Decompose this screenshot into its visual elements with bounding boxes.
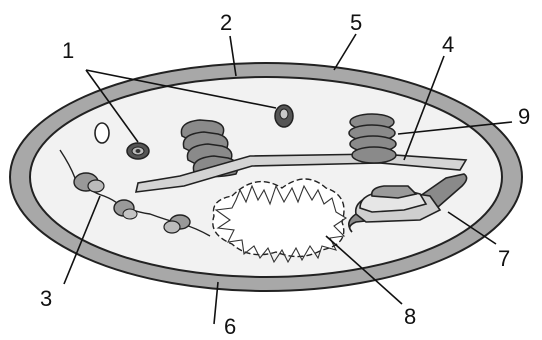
label-2: 2 [220, 10, 232, 35]
label-1: 1 [62, 38, 74, 63]
label-5: 5 [350, 10, 362, 35]
label-8: 8 [404, 304, 416, 329]
label-6: 6 [224, 314, 236, 339]
disc-stack-right [349, 114, 396, 163]
label-4: 4 [442, 32, 454, 57]
organelle-right [275, 105, 293, 127]
organelle-left [127, 143, 149, 159]
label-9: 9 [518, 104, 530, 129]
small-vesicle [95, 123, 109, 143]
label-3: 3 [40, 286, 52, 311]
label-7: 7 [498, 246, 510, 271]
